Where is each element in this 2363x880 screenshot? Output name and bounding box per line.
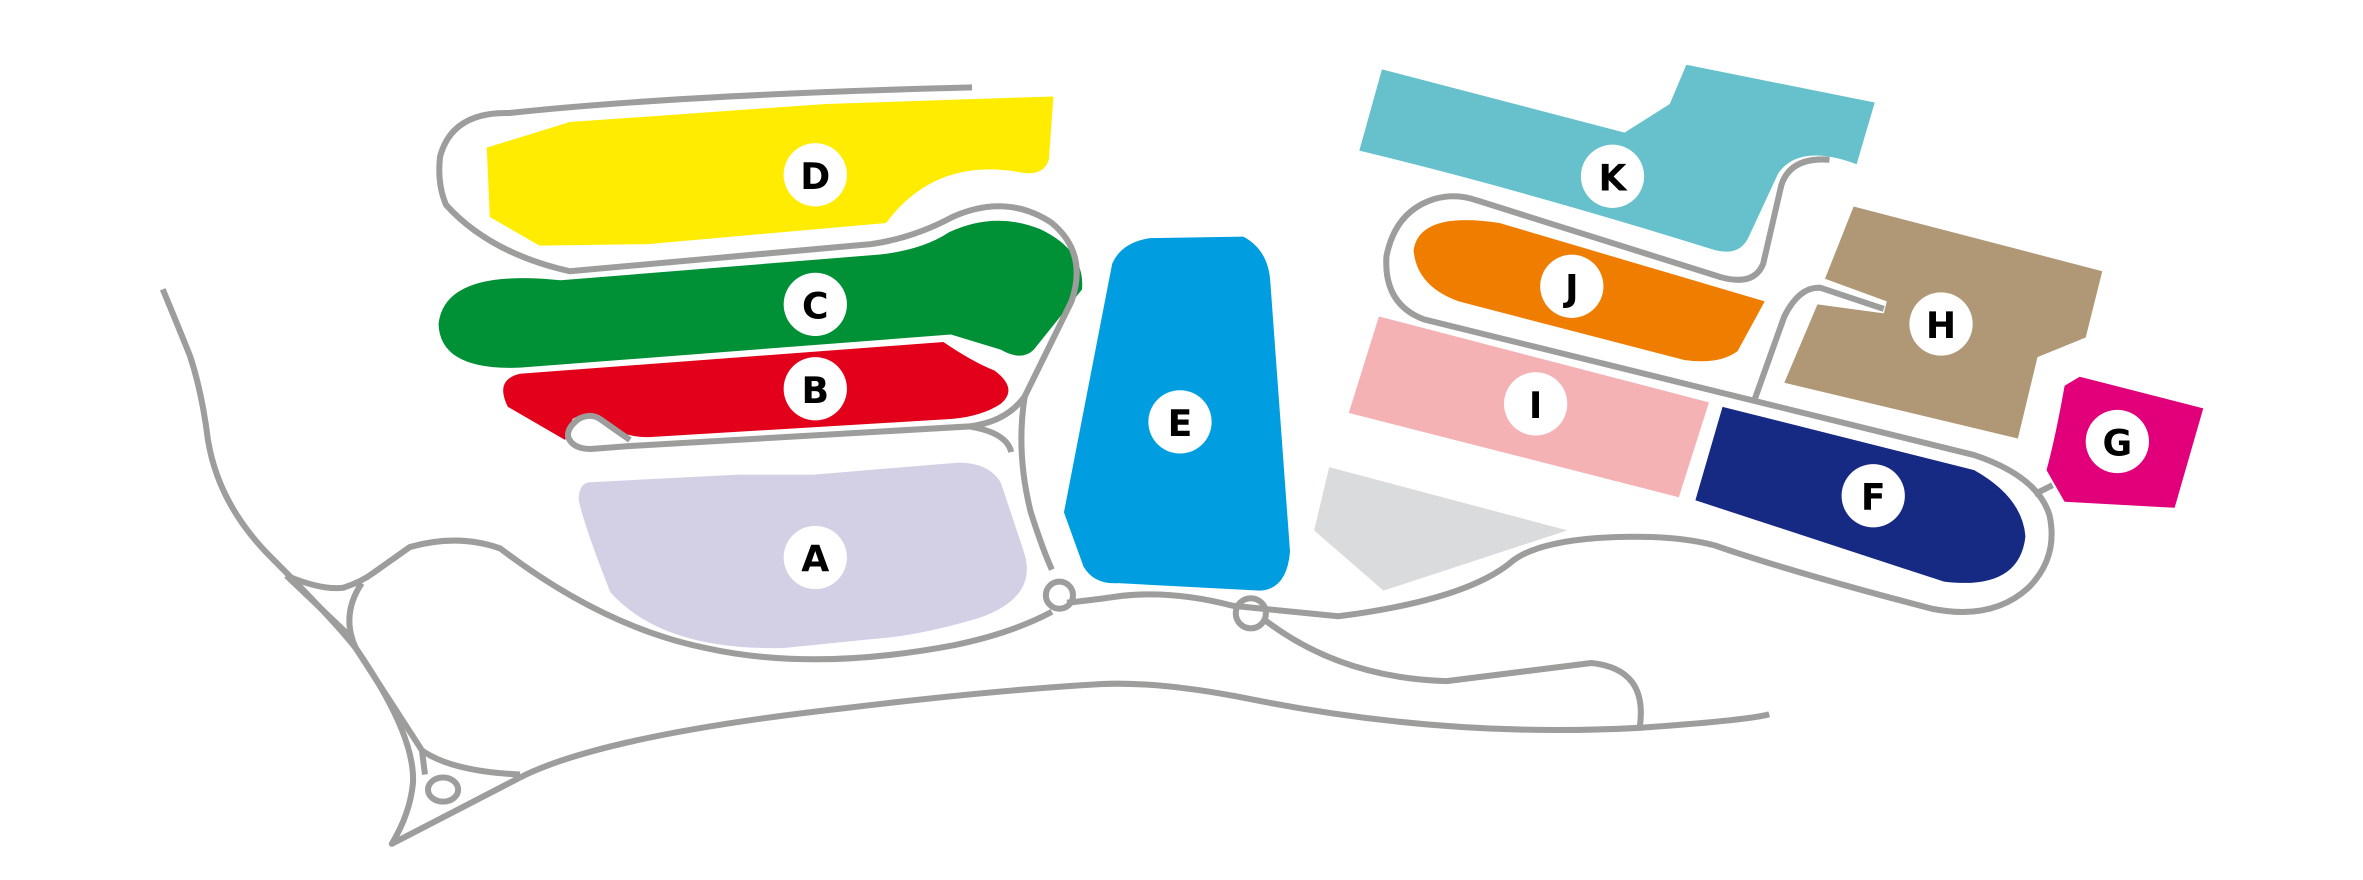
hall-label-i[interactable]: I [1504, 372, 1568, 436]
hall-label-j[interactable]: J [1540, 254, 1604, 318]
hall-label-g[interactable]: G [2085, 409, 2150, 474]
label-badge [1540, 254, 1604, 318]
label-badge [1580, 144, 1645, 208]
hall-label-text: K [1598, 156, 1628, 199]
hall-label-a[interactable]: A [783, 525, 847, 590]
label-badge [783, 272, 847, 337]
label-badge [783, 357, 847, 421]
hall-label-text: H [1926, 304, 1956, 347]
road-network [159, 84, 2055, 847]
label-badge [1504, 372, 1568, 436]
label-badge [2085, 409, 2150, 474]
hall-label-text: D [800, 155, 830, 198]
hall-label-text: I [1529, 384, 1542, 427]
hall-label-f[interactable]: F [1841, 464, 1905, 528]
hall-label-text: A [801, 538, 829, 581]
hall-label-d[interactable]: D [783, 143, 847, 207]
hall-label-e[interactable]: E [1148, 390, 1212, 454]
hall-label-text: B [802, 369, 830, 412]
hall-label-h[interactable]: H [1909, 292, 1973, 356]
label-badge [783, 525, 847, 590]
hall-label-text: J [1562, 266, 1578, 309]
hall-label-text: E [1168, 402, 1193, 445]
hall-label-b[interactable]: B [783, 357, 847, 421]
hall-label-k[interactable]: K [1580, 144, 1645, 208]
label-badge [783, 143, 847, 207]
hall-label-c[interactable]: C [783, 272, 847, 337]
hall-c[interactable] [438, 220, 1083, 368]
label-badge [1841, 464, 1905, 528]
label-badge [1909, 292, 1973, 356]
hall-label-text: C [802, 284, 829, 327]
hall-label-text: F [1861, 476, 1886, 519]
hall-b[interactable] [503, 342, 1009, 440]
unassigned-area [1314, 467, 1568, 591]
hall-d[interactable] [486, 96, 1054, 246]
label-badge [1148, 390, 1212, 454]
hall-label-text: G [2103, 422, 2133, 465]
